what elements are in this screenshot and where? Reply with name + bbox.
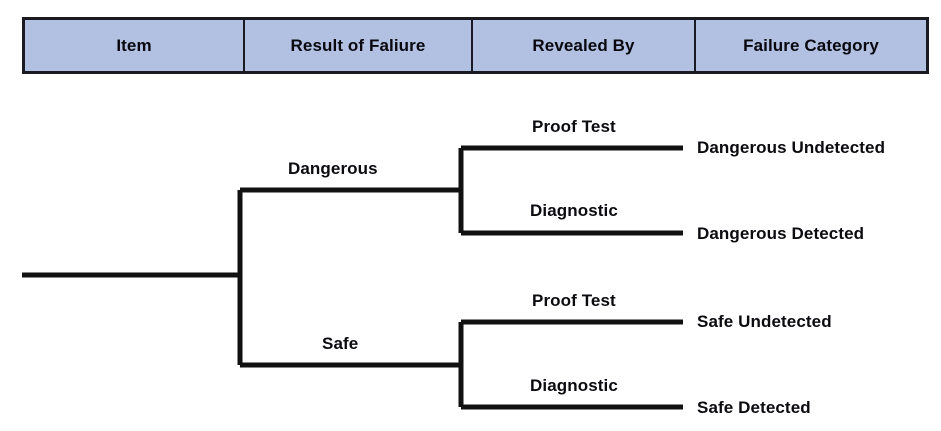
column-header-table: Item Result of Faliure Revealed By Failu… bbox=[22, 17, 929, 74]
tree-leaf-dangerous-detected: Dangerous Detected bbox=[697, 224, 865, 243]
tree-label-dangerous: Dangerous bbox=[288, 159, 378, 178]
tree-leaf-safe-detected: Safe Detected bbox=[697, 398, 811, 417]
header-cell-failure-category: Failure Category bbox=[694, 17, 929, 74]
tree-label-diagnostic-dangerous: Diagnostic bbox=[530, 201, 618, 220]
tree-label-proof-test-safe: Proof Test bbox=[532, 291, 616, 310]
tree-leaf-safe-undetected: Safe Undetected bbox=[697, 312, 832, 331]
tree-label-safe: Safe bbox=[322, 334, 359, 353]
header-cell-revealed-by: Revealed By bbox=[471, 17, 696, 74]
tree-label-diagnostic-safe: Diagnostic bbox=[530, 376, 618, 395]
tree-leaf-dangerous-undetected: Dangerous Undetected bbox=[697, 138, 886, 157]
tree-label-proof-test-dangerous: Proof Test bbox=[532, 117, 616, 136]
header-cell-result-of-failure: Result of Faliure bbox=[243, 17, 473, 74]
table-header-row: Item Result of Faliure Revealed By Failu… bbox=[22, 17, 929, 74]
header-cell-item: Item bbox=[22, 17, 245, 74]
